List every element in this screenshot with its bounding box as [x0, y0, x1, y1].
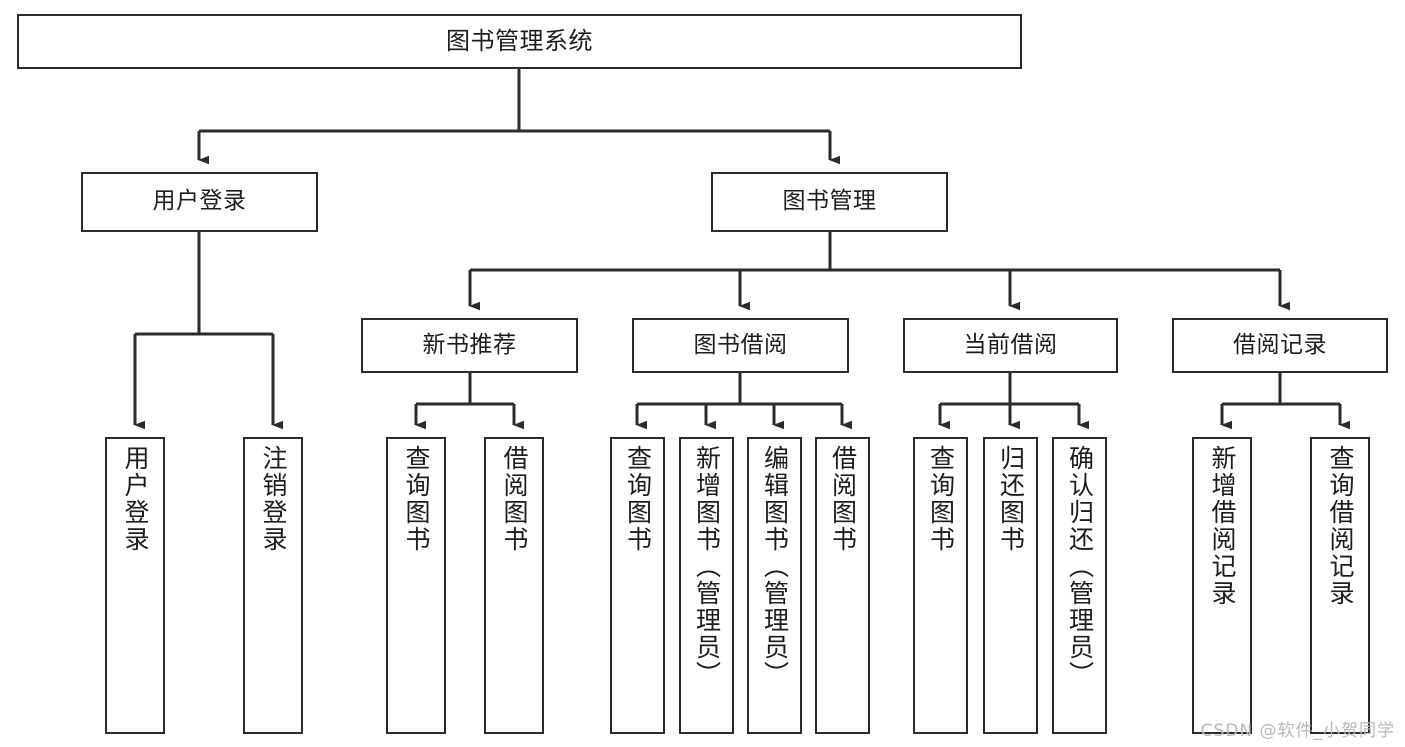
node-book-manage-label: 图书管理 [782, 188, 877, 215]
node-leaf-borrow-book-rec-label: 借阅图书 [500, 445, 529, 553]
node-leaf-query-book-rec[interactable]: 查询图书 [386, 437, 446, 734]
node-user-login-label: 用户登录 [152, 188, 247, 215]
node-leaf-confirm-return-admin-label: 确认归还（管理员） [1065, 445, 1095, 688]
node-leaf-user-login[interactable]: 用户登录 [105, 437, 165, 734]
node-leaf-query-borrow-record-label: 查询借阅记录 [1326, 445, 1355, 607]
node-book-manage[interactable]: 图书管理 [711, 172, 948, 232]
node-new-book-recommend-label: 新书推荐 [422, 331, 517, 358]
node-book-borrow-label: 图书借阅 [693, 331, 788, 358]
node-root-label: 图书管理系统 [446, 27, 593, 56]
node-root[interactable]: 图书管理系统 [17, 14, 1022, 69]
node-leaf-user-login-label: 用户登录 [121, 445, 150, 553]
node-leaf-query-book-current[interactable]: 查询图书 [913, 437, 968, 734]
node-leaf-return-book[interactable]: 归还图书 [983, 437, 1038, 734]
node-leaf-user-logout-label: 注销登录 [259, 445, 288, 553]
node-leaf-query-book-borrow[interactable]: 查询图书 [610, 437, 665, 734]
node-leaf-add-book-admin[interactable]: 新增图书（管理员） [679, 437, 734, 734]
node-leaf-query-book-borrow-label: 查询图书 [623, 445, 653, 553]
node-leaf-add-borrow-record[interactable]: 新增借阅记录 [1192, 437, 1252, 734]
node-leaf-borrow-book-borrow[interactable]: 借阅图书 [815, 437, 870, 734]
node-borrow-record-label: 借阅记录 [1233, 331, 1327, 358]
node-user-login[interactable]: 用户登录 [81, 172, 318, 232]
node-book-borrow[interactable]: 图书借阅 [632, 318, 849, 373]
node-leaf-query-book-current-label: 查询图书 [926, 445, 956, 553]
node-leaf-add-book-admin-label: 新增图书（管理员） [692, 445, 722, 688]
node-leaf-add-borrow-record-label: 新增借阅记录 [1208, 445, 1237, 607]
node-leaf-return-book-label: 归还图书 [996, 445, 1026, 553]
node-current-borrow-label: 当前借阅 [963, 331, 1058, 358]
node-leaf-confirm-return-admin[interactable]: 确认归还（管理员） [1052, 437, 1107, 734]
node-new-book-recommend[interactable]: 新书推荐 [361, 318, 578, 373]
node-leaf-borrow-book-rec[interactable]: 借阅图书 [484, 437, 544, 734]
node-leaf-edit-book-admin[interactable]: 编辑图书（管理员） [747, 437, 802, 734]
node-current-borrow[interactable]: 当前借阅 [903, 318, 1118, 373]
node-leaf-user-logout[interactable]: 注销登录 [243, 437, 303, 734]
node-borrow-record[interactable]: 借阅记录 [1172, 318, 1388, 373]
node-leaf-query-book-rec-label: 查询图书 [402, 445, 431, 553]
node-leaf-borrow-book-borrow-label: 借阅图书 [828, 445, 858, 553]
node-leaf-query-borrow-record[interactable]: 查询借阅记录 [1310, 437, 1370, 734]
node-leaf-edit-book-admin-label: 编辑图书（管理员） [760, 445, 790, 688]
